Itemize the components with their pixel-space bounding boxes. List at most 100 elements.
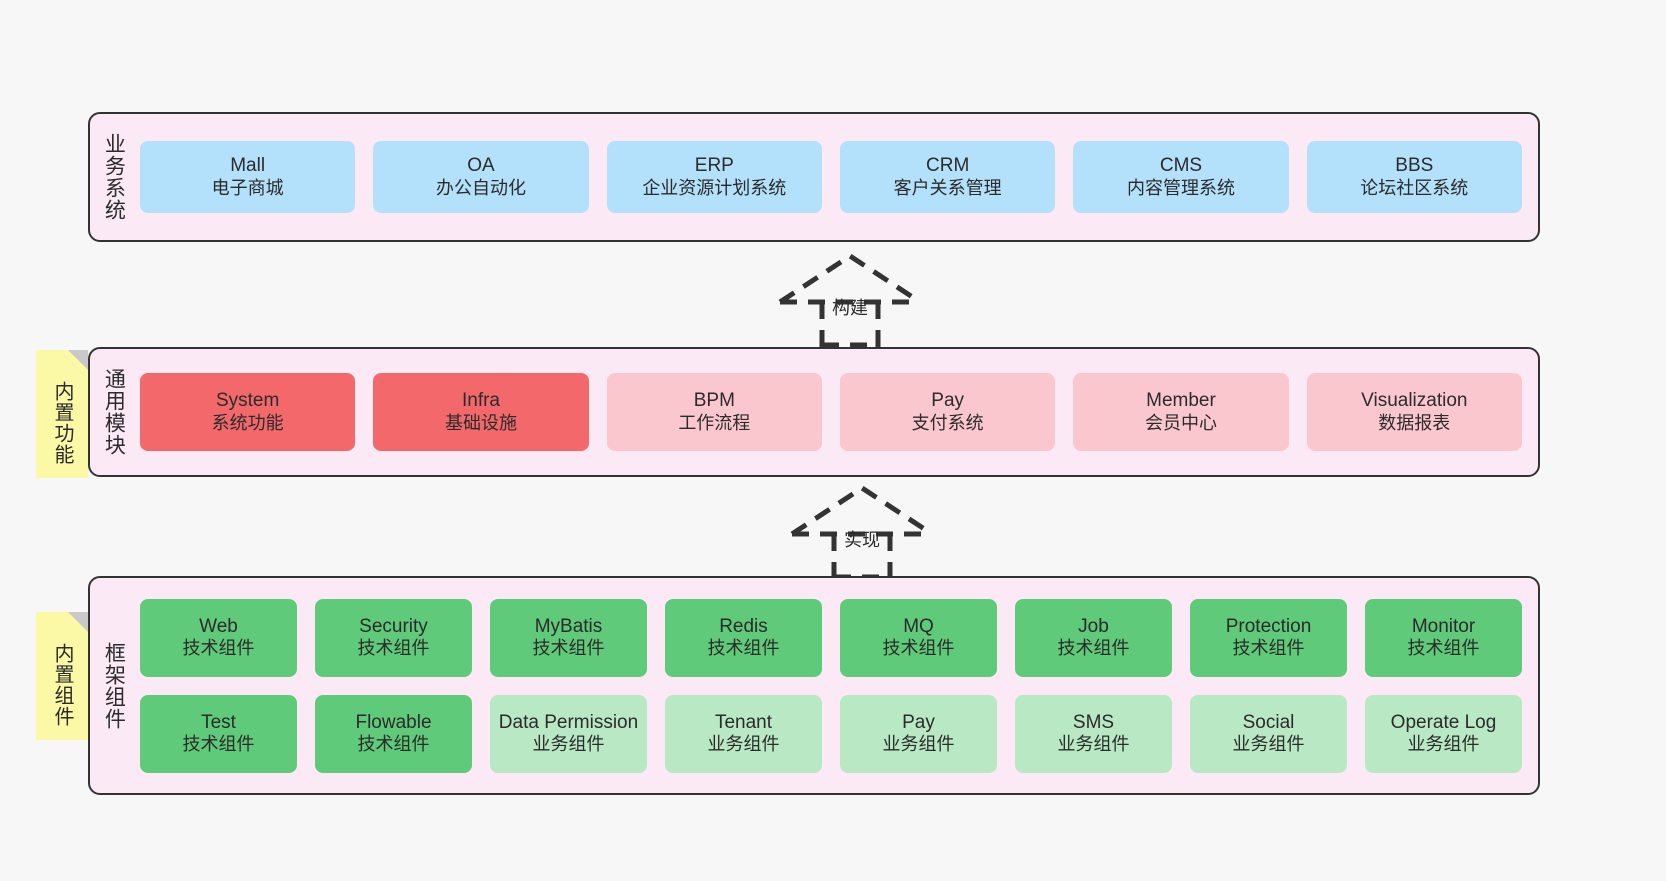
card-member[interactable]: Member 会员中心 <box>1073 373 1289 451</box>
card-mybatis[interactable]: MyBatis 技术组件 <box>490 598 647 677</box>
card-web[interactable]: Web 技术组件 <box>140 598 297 677</box>
card-system[interactable]: System 系统功能 <box>140 373 356 451</box>
card-title-en: SMS <box>1072 711 1115 733</box>
card-title-en: OA <box>467 155 495 177</box>
card-title-en: ERP <box>694 155 734 177</box>
card-social[interactable]: Social 业务组件 <box>1190 694 1347 773</box>
arrow-implement-relation: 实现 <box>772 484 952 580</box>
card-title-cn: 系统功能 <box>211 412 284 433</box>
card-title-cn: 企业资源计划系统 <box>642 177 787 198</box>
card-title-cn: 内容管理系统 <box>1126 177 1235 198</box>
card-title-en: CMS <box>1159 155 1203 177</box>
card-sms[interactable]: SMS 业务组件 <box>1015 694 1172 773</box>
card-title-cn: 技术组件 <box>357 734 430 755</box>
card-title-en: Visualization <box>1361 390 1468 412</box>
card-cms[interactable]: CMS 内容管理系统 <box>1073 141 1289 213</box>
card-title-cn: 技术组件 <box>532 638 605 659</box>
card-title-cn: 基础设施 <box>444 412 517 433</box>
card-title-cn: 技术组件 <box>182 638 255 659</box>
card-title-en: MQ <box>903 615 934 637</box>
note-label: 内置功能 <box>51 381 73 465</box>
card-title-cn: 业务组件 <box>882 734 955 755</box>
card-title-cn: 数据报表 <box>1378 412 1451 433</box>
card-title-cn: 业务组件 <box>1232 734 1305 755</box>
card-oa[interactable]: OA 办公自动化 <box>373 141 589 213</box>
card-title-cn: 技术组件 <box>882 638 955 659</box>
card-test[interactable]: Test 技术组件 <box>140 694 297 773</box>
card-title-en: Protection <box>1225 615 1312 637</box>
card-mq[interactable]: MQ 技术组件 <box>840 598 997 677</box>
card-row: Web 技术组件 Security 技术组件 MyBatis 技术组件 Redi… <box>140 598 1522 677</box>
card-data-permission[interactable]: Data Permission 业务组件 <box>490 694 647 773</box>
card-protection[interactable]: Protection 技术组件 <box>1190 598 1347 677</box>
card-flowable[interactable]: Flowable 技术组件 <box>315 694 472 773</box>
arrow-build-relation: 构建 <box>760 252 940 348</box>
card-monitor[interactable]: Monitor 技术组件 <box>1365 598 1522 677</box>
card-title-cn: 技术组件 <box>1057 638 1130 659</box>
card-security[interactable]: Security 技术组件 <box>315 598 472 677</box>
card-row: Mall 电子商城 OA 办公自动化 ERP 企业资源计划系统 CRM 客户关系… <box>140 141 1522 213</box>
layer-framework-components: 框架组件 Web 技术组件 Security 技术组件 MyBatis 技术组件… <box>88 576 1540 795</box>
card-title-en: Test <box>201 711 236 733</box>
layer-title-business: 业务系统 <box>102 133 126 221</box>
card-title-en: Social <box>1242 711 1295 733</box>
card-row: Test 技术组件 Flowable 技术组件 Data Permission … <box>140 694 1522 773</box>
card-title-cn: 技术组件 <box>357 638 430 659</box>
card-title-en: MyBatis <box>534 615 603 637</box>
layer-business-systems: 业务系统 Mall 电子商城 OA 办公自动化 ERP 企业资源计划系统 CRM… <box>88 112 1540 242</box>
card-title-cn: 业务组件 <box>532 734 605 755</box>
card-title-cn: 技术组件 <box>1407 638 1480 659</box>
card-title-en: Flowable <box>355 711 432 733</box>
card-title-cn: 业务组件 <box>1407 734 1480 755</box>
card-visualization[interactable]: Visualization 数据报表 <box>1306 373 1522 451</box>
card-title-en: Infra <box>461 390 500 412</box>
card-title-en: Pay <box>902 711 935 733</box>
card-title-cn: 工作流程 <box>678 412 751 433</box>
card-title-en: Tenant <box>714 711 773 733</box>
card-title-en: Security <box>359 615 428 637</box>
card-crm[interactable]: CRM 客户关系管理 <box>839 141 1056 213</box>
card-title-cn: 论坛社区系统 <box>1360 177 1469 198</box>
card-title-cn: 技术组件 <box>707 638 780 659</box>
layer-title-framework: 框架组件 <box>102 641 126 730</box>
card-title-en: Web <box>199 615 238 637</box>
card-operate-log[interactable]: Operate Log 业务组件 <box>1365 694 1522 773</box>
card-redis[interactable]: Redis 技术组件 <box>665 598 822 677</box>
card-title-en: Pay <box>931 390 965 412</box>
card-title-en: Mall <box>230 155 266 177</box>
layer-body-modules: System 系统功能 Infra 基础设施 BPM 工作流程 Pay 支付系统… <box>136 349 1538 475</box>
card-title-en: Member <box>1146 390 1216 412</box>
card-infra[interactable]: Infra 基础设施 <box>373 373 589 451</box>
note-label: 内置组件 <box>51 643 73 727</box>
card-title-en: BBS <box>1395 155 1434 177</box>
card-bbs[interactable]: BBS 论坛社区系统 <box>1306 141 1522 213</box>
card-title-en: Data Permission <box>498 711 639 733</box>
card-title-cn: 会员中心 <box>1144 412 1217 433</box>
layer-title-modules: 通用模块 <box>102 368 126 456</box>
card-bpm[interactable]: BPM 工作流程 <box>606 373 822 451</box>
card-title-cn: 客户关系管理 <box>893 177 1002 198</box>
card-title-en: BPM <box>693 390 735 412</box>
card-erp[interactable]: ERP 企业资源计划系统 <box>606 141 822 213</box>
card-title-cn: 办公自动化 <box>435 177 526 198</box>
card-job[interactable]: Job 技术组件 <box>1015 598 1172 677</box>
card-title-cn: 支付系统 <box>911 412 984 433</box>
layer-body-framework: Web 技术组件 Security 技术组件 MyBatis 技术组件 Redi… <box>136 578 1538 793</box>
dashed-generalization-arrow-icon <box>778 253 922 348</box>
arrow-label-build: 构建 <box>832 298 868 318</box>
card-title-en: Monitor <box>1411 615 1476 637</box>
card-title-en: System <box>215 390 280 412</box>
card-title-cn: 电子商城 <box>211 177 284 198</box>
card-title-cn: 业务组件 <box>1057 734 1130 755</box>
card-row: System 系统功能 Infra 基础设施 BPM 工作流程 Pay 支付系统… <box>140 373 1522 451</box>
arrow-label-implement: 实现 <box>844 530 880 550</box>
layer-body-business: Mall 电子商城 OA 办公自动化 ERP 企业资源计划系统 CRM 客户关系… <box>136 114 1538 240</box>
layer-common-modules: 通用模块 System 系统功能 Infra 基础设施 BPM 工作流程 Pay… <box>88 347 1540 477</box>
card-mall[interactable]: Mall 电子商城 <box>140 141 356 213</box>
card-pay-component[interactable]: Pay 业务组件 <box>840 694 997 773</box>
card-tenant[interactable]: Tenant 业务组件 <box>665 694 822 773</box>
card-title-cn: 业务组件 <box>707 734 780 755</box>
card-title-en: CRM <box>926 155 970 177</box>
card-pay-module[interactable]: Pay 支付系统 <box>839 373 1056 451</box>
